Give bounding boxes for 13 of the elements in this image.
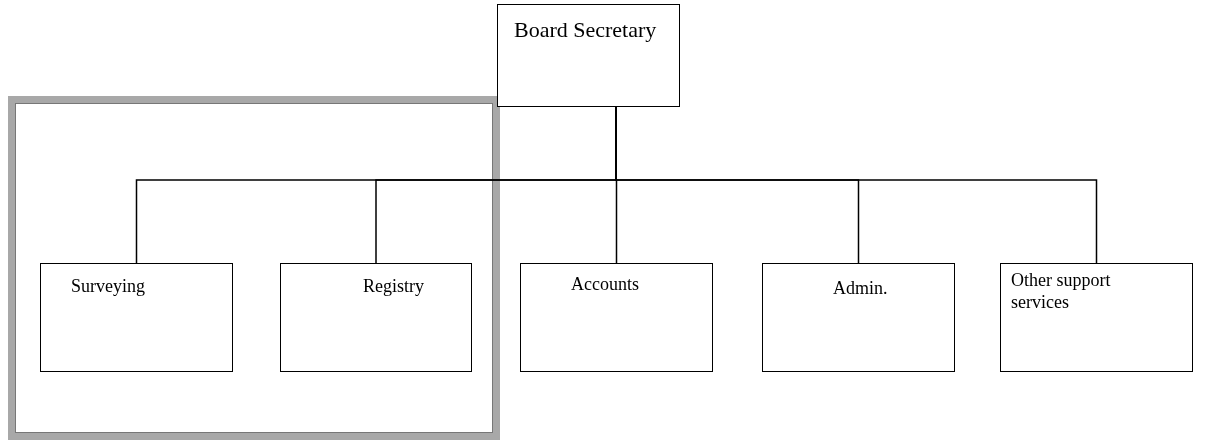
box-label: Admin. <box>833 278 889 300</box>
org-box <box>1000 263 1193 372</box>
box-label: Registry <box>363 276 425 298</box>
org-box <box>497 4 680 107</box>
box-label: Accounts <box>571 274 640 296</box>
org-box <box>280 263 472 372</box>
group-frame <box>8 96 500 440</box>
box-label: Other support services <box>1011 270 1112 314</box>
box-label: Board Secretary <box>514 17 658 44</box>
org-box <box>762 263 955 372</box>
box-label: Surveying <box>71 276 146 298</box>
org-box <box>520 263 713 372</box>
org-box <box>40 263 233 372</box>
